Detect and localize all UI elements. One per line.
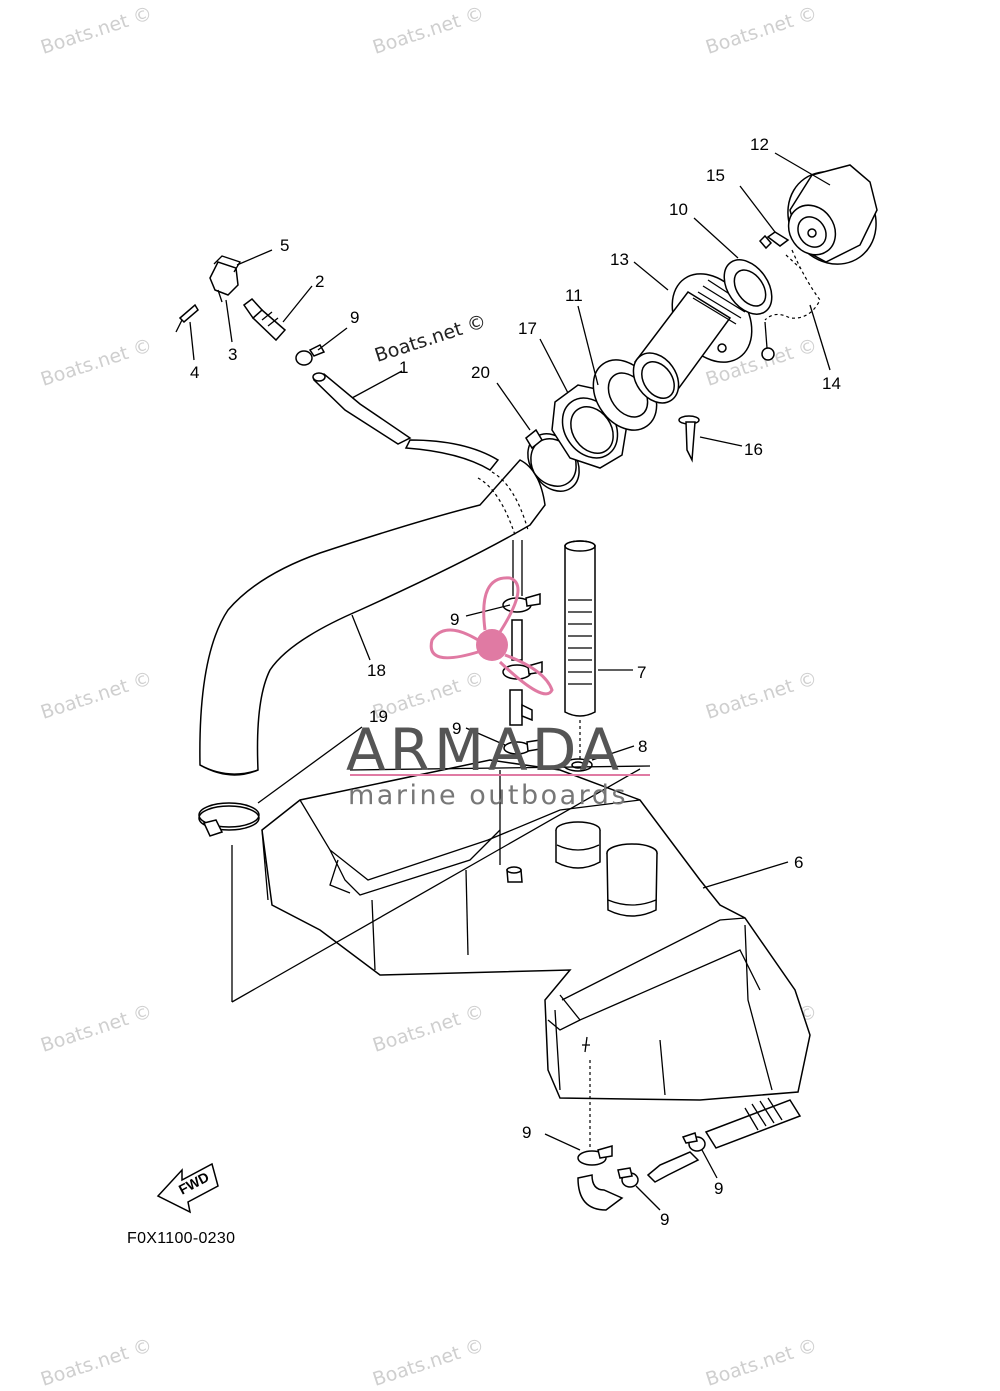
callout-14: 14 [822,374,841,393]
breather-fitting [502,540,543,755]
rivet [175,303,199,333]
callout-19: 19 [369,707,388,726]
callout-9b: 9 [450,610,459,629]
callout-6: 6 [794,853,803,872]
callout-18: 18 [367,661,386,680]
fuel-tank [261,759,811,1101]
leader-lines [189,152,831,1211]
callout-7: 7 [637,663,646,682]
callout-10: 10 [669,200,688,219]
callout-16: 16 [744,440,763,459]
callout-12: 12 [750,135,769,154]
bolt [758,231,790,250]
callout-17: 17 [518,319,537,338]
logo-divider [350,774,650,776]
logo-name: ARMADA [346,716,624,784]
logo-tagline: marine outboards [348,780,629,811]
cap-chain [761,249,821,361]
callout-9e: 9 [660,1210,669,1229]
drawing-code: F0X1100-0230 [127,1230,236,1247]
grommet [563,758,593,772]
screw [678,415,700,463]
callout-4: 4 [190,363,199,382]
clamp [209,255,241,303]
filler-cap [787,164,878,265]
callout-1: 1 [399,358,408,377]
propeller-logo-icon [429,576,554,696]
callout-8: 8 [638,737,647,756]
callout-3: 3 [228,345,237,364]
callout-9a: 9 [350,308,359,327]
hose-clip [295,344,326,366]
filler-hose [199,459,546,776]
callout-9c: 9 [452,719,461,738]
hose-clamp [198,802,260,837]
callout-2: 2 [315,272,324,291]
callout-9d: 9 [522,1123,531,1142]
callout-20: 20 [471,363,490,382]
callout-13: 13 [610,250,629,269]
callout-5: 5 [280,236,289,255]
filter-pipe [564,540,596,760]
drain-fitting [577,1060,802,1211]
callout-15: 15 [706,166,725,185]
cap-gasket [723,259,773,315]
fwd-arrow-icon [156,1162,219,1214]
breather-hose [312,372,500,471]
callout-11: 11 [565,286,583,305]
joint [242,297,287,342]
callout-9f: 9 [714,1179,723,1198]
